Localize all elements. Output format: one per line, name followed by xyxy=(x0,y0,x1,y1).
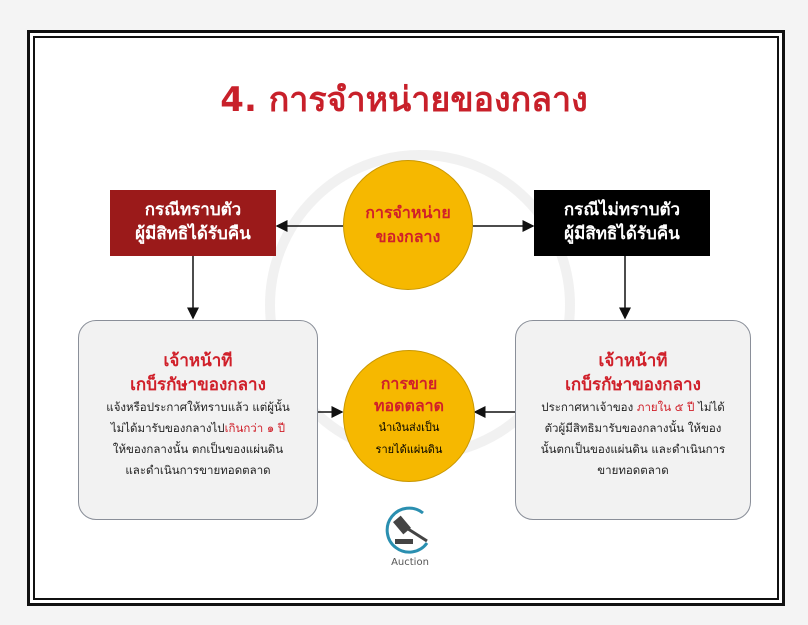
sale-line2: ทอดตลาด xyxy=(373,396,445,415)
left-card-heading1: เจ้าหน้าที xyxy=(163,351,233,371)
right-header-line2: ผู้มีสิทธิได้รับคืน xyxy=(564,224,680,244)
left-card-highlight: เกินกว่า ๑ ปี xyxy=(224,421,286,435)
auction-label: Auction xyxy=(391,557,429,568)
left-card-line3: ให้ของกลางนั้น ตกเป็นของแผ่นดิน xyxy=(112,442,284,456)
right-card-highlight: ภายใน ๕ ปี xyxy=(636,400,695,414)
left-card-line1: แจ้งหรือประกาศให้ทราบแล้ว แต่ผู้นั้น xyxy=(106,400,290,414)
known-owner-header: กรณีทราบตัว ผู้มีสิทธิได้รับคืน xyxy=(110,190,276,256)
right-card-line1a: ประกาศหาเจ้าของ xyxy=(541,400,637,414)
slide-title: 4. การจำหน่ายของกลาง xyxy=(220,80,588,120)
disposal-line1: การจำหน่าย xyxy=(365,203,451,222)
left-card-line4: และดำเนินการขายทอดตลาด xyxy=(125,463,271,477)
disposal-line2: ของกลาง xyxy=(375,227,441,246)
right-header-line1: กรณีไม่ทราบตัว xyxy=(563,200,681,220)
left-card-heading2: เกบ็รกัษาของกลาง xyxy=(130,375,266,395)
right-card-line1c: ไม่ได้ xyxy=(694,400,725,414)
right-card-line1: ประกาศหาเจ้าของ ภายใน ๕ ปี ไม่ได้ xyxy=(516,397,750,418)
disposal-circle: การจำหน่าย ของกลาง xyxy=(343,160,473,290)
left-header-line1: กรณีทราบตัว xyxy=(144,200,242,220)
sale-line3: นำเงินส่งเป็น xyxy=(378,421,440,434)
left-header-line2: ผู้มีสิทธิได้รับคืน xyxy=(135,224,251,244)
unknown-owner-header: กรณีไม่ทราบตัว ผู้มีสิทธิได้รับคืน xyxy=(534,190,710,256)
left-officer-card: เจ้าหน้าที เกบ็รกัษาของกลาง แจ้งหรือประก… xyxy=(78,320,318,520)
sale-line4: รายได้แผ่นดิน xyxy=(375,443,443,456)
right-card-line2: ตัวผู้มีสิทธิมารับของกลางนั้น ให้ของ xyxy=(544,421,722,435)
left-card-line2: ไม่ได้มารับของกลางไปเกินกว่า ๑ ปี xyxy=(79,418,317,439)
right-card-line4: ขายทอดตลาด xyxy=(597,463,669,477)
sale-line1: การขาย xyxy=(380,374,438,393)
left-card-line2-text: ไม่ได้มารับของกลางไป xyxy=(110,421,225,435)
right-card-heading2: เกบ็รกัษาของกลาง xyxy=(565,375,701,395)
right-card-heading1: เจ้าหน้าที xyxy=(598,351,668,371)
right-card-line3: นั้นตกเป็นของแผ่นดิน และดำเนินการ xyxy=(540,442,726,456)
auction-sale-circle: การขาย ทอดตลาด นำเงินส่งเป็น รายได้แผ่นด… xyxy=(343,350,475,482)
right-officer-card: เจ้าหน้าที เกบ็รกัษาของกลาง ประกาศหาเจ้า… xyxy=(515,320,751,520)
auction-gavel-icon xyxy=(385,506,429,554)
